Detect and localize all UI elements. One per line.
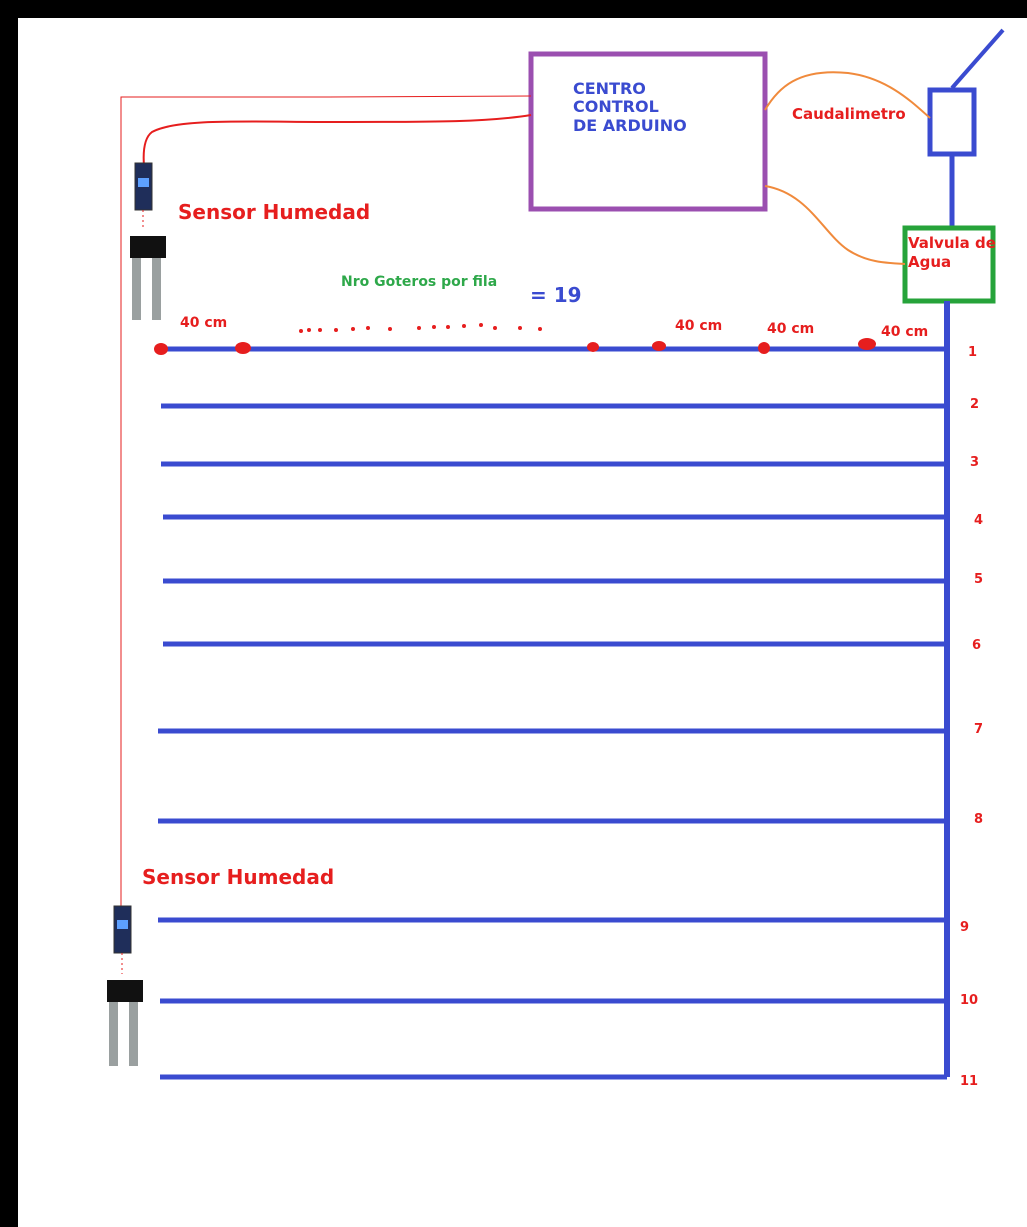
dripper-dot xyxy=(299,329,303,333)
probe-leg xyxy=(109,1002,118,1066)
dripper-dot xyxy=(462,324,466,328)
dripper-dot xyxy=(388,327,392,331)
drip-lines xyxy=(158,349,947,1077)
flowmeter-label: Caudalimetro xyxy=(792,106,906,123)
probe-leg xyxy=(129,1002,138,1066)
dripper xyxy=(858,338,876,350)
diagram-canvas: CENTRO CONTROL DE ARDUINO Caudalimetro V… xyxy=(18,18,1027,1227)
dripper-dots xyxy=(299,323,542,333)
dripper xyxy=(652,341,666,351)
probe-head xyxy=(130,236,166,258)
drippers-value: = 19 xyxy=(530,284,582,307)
control-center-label: CENTRO CONTROL DE ARDUINO xyxy=(573,80,753,135)
dripper-dot xyxy=(479,323,483,327)
sensor-chip xyxy=(117,920,128,929)
wire-control-valve xyxy=(765,186,905,264)
row-number-11: 11 xyxy=(960,1074,978,1089)
sensor-label-bottom: Sensor Humedad xyxy=(142,866,334,889)
control-line-2: CONTROL xyxy=(573,98,753,116)
flowmeter-box xyxy=(930,90,974,154)
spacing-label: 40 cm xyxy=(881,324,928,340)
diagram-graphics xyxy=(18,18,1027,1227)
row-number-2: 2 xyxy=(970,397,979,412)
dripper xyxy=(235,342,251,354)
dripper xyxy=(758,342,770,354)
dripper-dot xyxy=(366,326,370,330)
sensor-module xyxy=(114,906,131,953)
row-number-9: 9 xyxy=(960,920,969,935)
inlet-pipe xyxy=(952,30,1003,88)
spacing-label: 40 cm xyxy=(675,318,722,334)
sensor-chip xyxy=(138,178,149,187)
row-number-3: 3 xyxy=(970,455,979,470)
probe-leg xyxy=(152,258,161,320)
row-number-6: 6 xyxy=(972,638,981,653)
row-number-8: 8 xyxy=(974,812,983,827)
row-number-7: 7 xyxy=(974,722,983,737)
dripper-dot xyxy=(432,325,436,329)
dripper-dot xyxy=(518,326,522,330)
dripper-dot xyxy=(493,326,497,330)
probe-head xyxy=(107,980,143,1002)
wire-sensor-1 xyxy=(144,115,531,166)
control-line-1: CENTRO xyxy=(573,80,753,98)
row-number-10: 10 xyxy=(960,993,978,1008)
moisture-sensor-2 xyxy=(107,906,143,1066)
dripper-dot xyxy=(417,326,421,330)
spacing-label: 40 cm xyxy=(180,315,227,331)
dripper xyxy=(587,342,599,352)
spacing-label: 40 cm xyxy=(767,321,814,337)
row-number-5: 5 xyxy=(974,572,983,587)
drippers-label: Nro Goteros por fila xyxy=(341,274,521,290)
dripper-dot xyxy=(318,328,322,332)
dripper-dot xyxy=(307,328,311,332)
dripper xyxy=(154,343,168,355)
dripper-dot xyxy=(538,327,542,331)
dripper-dot xyxy=(334,328,338,332)
dripper-dot xyxy=(351,327,355,331)
probe-leg xyxy=(132,258,141,320)
moisture-sensor-1 xyxy=(130,163,166,320)
dripper-dot xyxy=(446,325,450,329)
row-number-1: 1 xyxy=(968,345,977,360)
control-line-3: DE ARDUINO xyxy=(573,117,753,135)
sensor-label-top: Sensor Humedad xyxy=(178,201,370,224)
row-number-4: 4 xyxy=(974,513,983,528)
valve-label: Valvula de Agua xyxy=(908,234,998,272)
